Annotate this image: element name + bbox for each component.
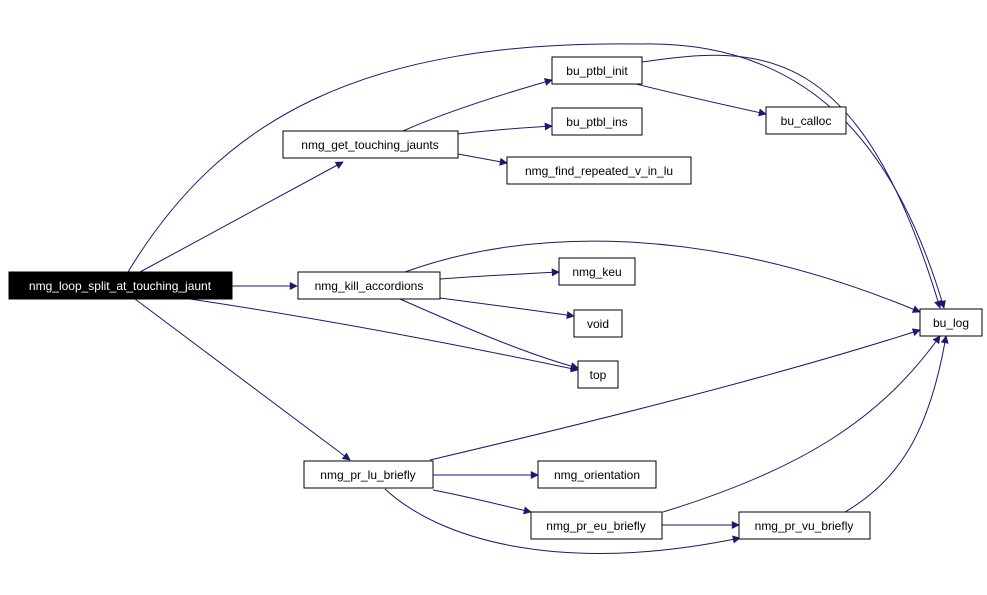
node-label: bu_calloc [781,114,832,128]
node-label: bu_ptbl_init [566,64,628,78]
node-nmg-pr-lu-briefly[interactable]: nmg_pr_lu_briefly [303,460,434,489]
edge-get-touching-jaunts-to-ptbl-ins [457,122,553,135]
edge-pr-eu-briefly-to-bu-log [662,335,941,513]
edge-root-to-get-touching-jaunts [139,161,344,273]
node-top[interactable]: top [577,360,619,389]
edge-pr-lu-briefly-to-pr-eu-briefly [432,489,532,515]
edge-get-touching-jaunts-to-ptbl-init [402,78,553,132]
node-nmg-pr-vu-briefly[interactable]: nmg_pr_vu_briefly [738,511,871,540]
node-nmg-kill-accordions[interactable]: nmg_kill_accordions [297,271,441,300]
edge-ptbl-init-to-calloc [631,82,767,117]
node-label: nmg_loop_split_at_touching_jaunt [29,279,212,293]
node-nmg-orientation[interactable]: nmg_orientation [537,460,657,489]
edge-pr-lu-briefly-to-pr-vu-briefly [384,488,741,554]
node-bu-log[interactable]: bu_log [919,308,983,337]
edge-ptbl-init-to-bu-log [641,54,942,309]
node-label: nmg_keu [572,265,621,279]
edge-kill-accordions-to-bu-log [404,240,921,313]
node-nmg-pr-eu-briefly[interactable]: nmg_pr_eu_briefly [530,511,663,540]
node-label: bu_log [933,316,969,330]
node-label: nmg_orientation [554,468,640,482]
node-bu-ptbl-ins[interactable]: bu_ptbl_ins [551,107,643,136]
edge-pr-lu-briefly-to-bu-log [429,328,921,461]
node-label: nmg_get_touching_jaunts [301,138,438,152]
node-nmg-keu[interactable]: nmg_keu [558,257,636,286]
edge-get-touching-jaunts-to-find-repeated [457,153,508,166]
node-nmg-loop-split-at-touching-jaunt[interactable]: nmg_loop_split_at_touching_jaunt [8,271,233,300]
node-label: nmg_kill_accordions [315,279,424,293]
node-label: bu_ptbl_ins [566,115,627,129]
edge-pr-vu-briefly-to-bu-log [844,335,949,513]
node-label: nmg_find_repeated_v_in_lu [525,164,673,178]
edge-root-to-bu-log [127,43,946,309]
edge-root-to-top [189,298,579,373]
edge-kill-accordions-to-void [439,297,575,319]
nodes: nmg_loop_split_at_touching_jaunt nmg_get… [8,56,983,540]
edge-root-to-pr-lu-briefly [134,298,351,461]
node-label: nmg_pr_vu_briefly [755,519,854,533]
node-label: top [590,368,607,382]
node-label: void [587,317,609,331]
node-bu-ptbl-init[interactable]: bu_ptbl_init [551,56,643,85]
node-void[interactable]: void [573,309,623,338]
node-nmg-find-repeated-v-in-lu[interactable]: nmg_find_repeated_v_in_lu [506,156,692,185]
edge-kill-accordions-to-keu [439,268,560,280]
edges [127,43,949,554]
node-label: nmg_pr_eu_briefly [546,519,645,533]
node-nmg-get-touching-jaunts[interactable]: nmg_get_touching_jaunts [282,130,459,159]
node-label: nmg_pr_lu_briefly [320,468,415,482]
node-bu-calloc[interactable]: bu_calloc [765,106,847,135]
edge-kill-accordions-to-top [399,298,579,370]
